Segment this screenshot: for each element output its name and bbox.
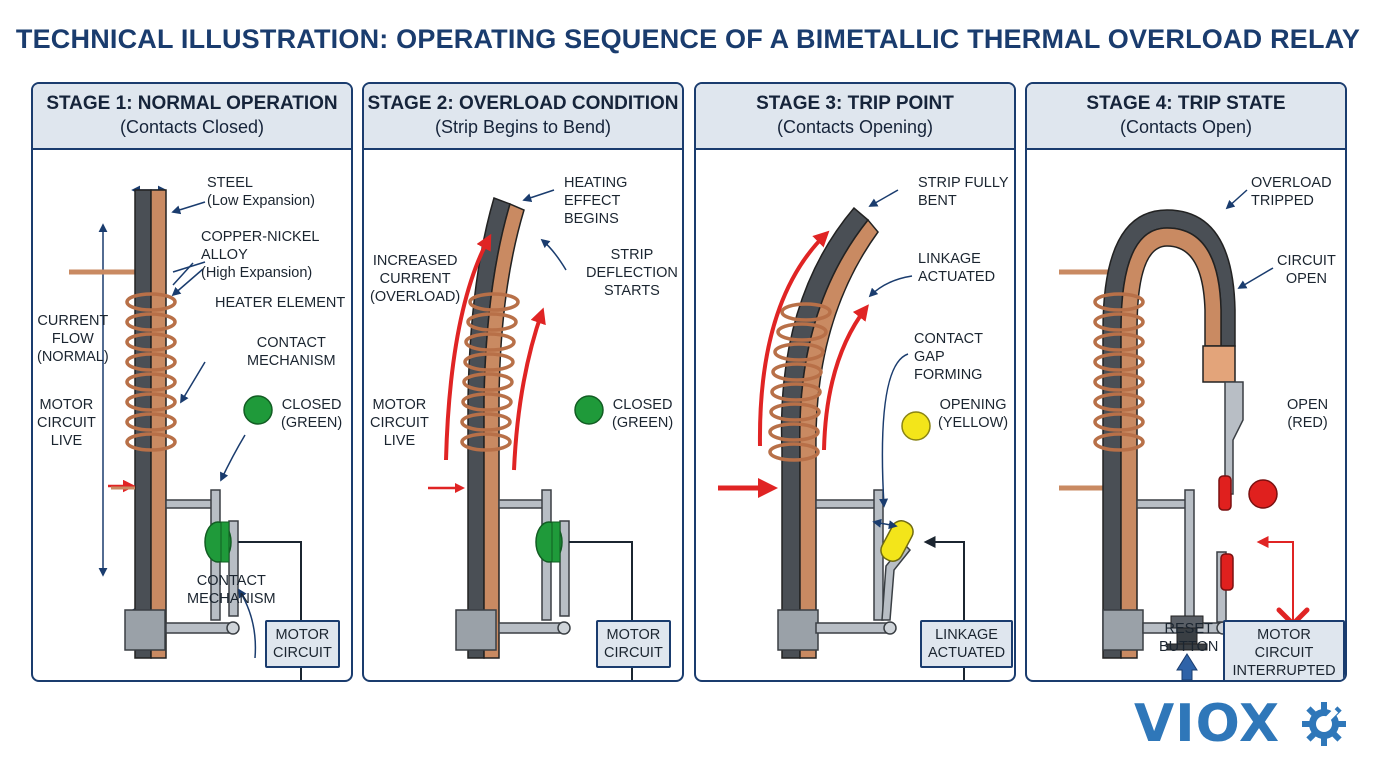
pointer xyxy=(220,434,246,482)
pointer xyxy=(238,588,257,659)
stage-1-header: STAGE 1: NORMAL OPERATION (Contacts Clos… xyxy=(33,84,351,150)
opening-label: OPENING(YELLOW) xyxy=(938,397,1009,431)
alloy-layer xyxy=(1120,227,1222,659)
stage-2-title: STAGE 2: OVERLOAD CONDITION xyxy=(367,93,679,114)
heater-coil xyxy=(125,292,177,452)
bend-arrow-left xyxy=(444,233,492,461)
heater-label: HEATER ELEMENT xyxy=(215,295,346,311)
closed-label: CLOSED(GREEN) xyxy=(281,397,343,431)
heater-coil xyxy=(460,292,520,452)
stage-4-diagram xyxy=(1059,189,1310,680)
stage-2-header: STAGE 2: OVERLOAD CONDITION (Strip Begin… xyxy=(364,84,682,150)
stage-4-title: STAGE 4: TRIP STATE xyxy=(1086,93,1286,114)
contact-block xyxy=(1202,345,1236,383)
bend-arrow-left xyxy=(757,230,830,447)
stage-1-subtitle: (Contacts Closed) xyxy=(119,117,265,137)
page-title: TECHNICAL ILLUSTRATION: OPERATING SEQUEN… xyxy=(15,24,1361,54)
pointer xyxy=(1237,267,1274,289)
stage-3-subtitle: (Contacts Opening) xyxy=(776,117,934,137)
bend-arrow-right xyxy=(822,304,869,451)
reset-button[interactable] xyxy=(1166,615,1208,651)
stage-2-subtitle: (Strip Begins to Bend) xyxy=(434,117,612,137)
pointer xyxy=(171,201,206,215)
contact-mechanism xyxy=(777,489,912,651)
closed-indicator xyxy=(574,395,604,425)
logo-text: VIOX xyxy=(1134,694,1281,754)
pointer xyxy=(180,361,206,404)
stage-4-subtitle: (Contacts Open) xyxy=(1119,117,1253,137)
opening-contact xyxy=(880,520,914,562)
stage-3-panel: STAGE 3: TRIP POINT (Contacts Opening) xyxy=(694,82,1016,682)
pointer xyxy=(868,189,899,207)
stage-3-title: STAGE 3: TRIP POINT xyxy=(756,93,954,114)
gear-wrench-icon xyxy=(1302,702,1346,746)
closed-contact xyxy=(535,521,563,563)
open-label: OPEN(RED) xyxy=(1287,397,1329,431)
stage-2-panel: STAGE 2: OVERLOAD CONDITION (Strip Begin… xyxy=(362,82,684,682)
reset-arrow-icon xyxy=(1176,653,1198,680)
stage-4-header: STAGE 4: TRIP STATE (Contacts Open) xyxy=(1027,84,1345,150)
steel-layer xyxy=(134,189,152,659)
pointer xyxy=(522,189,555,202)
pointer xyxy=(171,268,204,297)
pointer xyxy=(540,238,567,271)
stage-1-diagram xyxy=(69,185,302,680)
pointer xyxy=(868,275,913,298)
pointer xyxy=(879,353,909,508)
stage-3-diagram xyxy=(718,189,965,680)
stage-3-header: STAGE 3: TRIP POINT (Contacts Opening) xyxy=(696,84,1014,150)
stage-1-panel: STAGE 1: NORMAL OPERATION (Contacts Clos… xyxy=(31,82,353,682)
heater-coil xyxy=(1093,292,1145,452)
open-indicator xyxy=(1248,479,1278,509)
open-contact-top xyxy=(1218,475,1232,511)
opening-indicator xyxy=(901,411,931,441)
pointer xyxy=(172,261,206,273)
alloy-layer xyxy=(150,189,167,659)
stage-2-diagram xyxy=(428,189,633,680)
closed-label: CLOSED(GREEN) xyxy=(612,397,674,431)
stage-4-panel: STAGE 4: TRIP STATE (Contacts Open) xyxy=(1025,82,1347,682)
bend-arrow-right xyxy=(512,307,546,471)
alloy-label: COPPER-NICKEL ALLOY(High Expansion) xyxy=(201,229,319,281)
alloy-layer xyxy=(483,202,525,659)
open-contact-bottom xyxy=(1220,553,1234,591)
closed-contact xyxy=(204,521,232,563)
heater-coil xyxy=(768,302,832,462)
pointer xyxy=(1225,189,1248,210)
contact-gap-arrow xyxy=(872,518,898,530)
stage-1-title: STAGE 1: NORMAL OPERATION xyxy=(46,93,338,114)
closed-indicator xyxy=(243,395,273,425)
steel-label: STEEL(Low Expansion) xyxy=(207,175,315,209)
